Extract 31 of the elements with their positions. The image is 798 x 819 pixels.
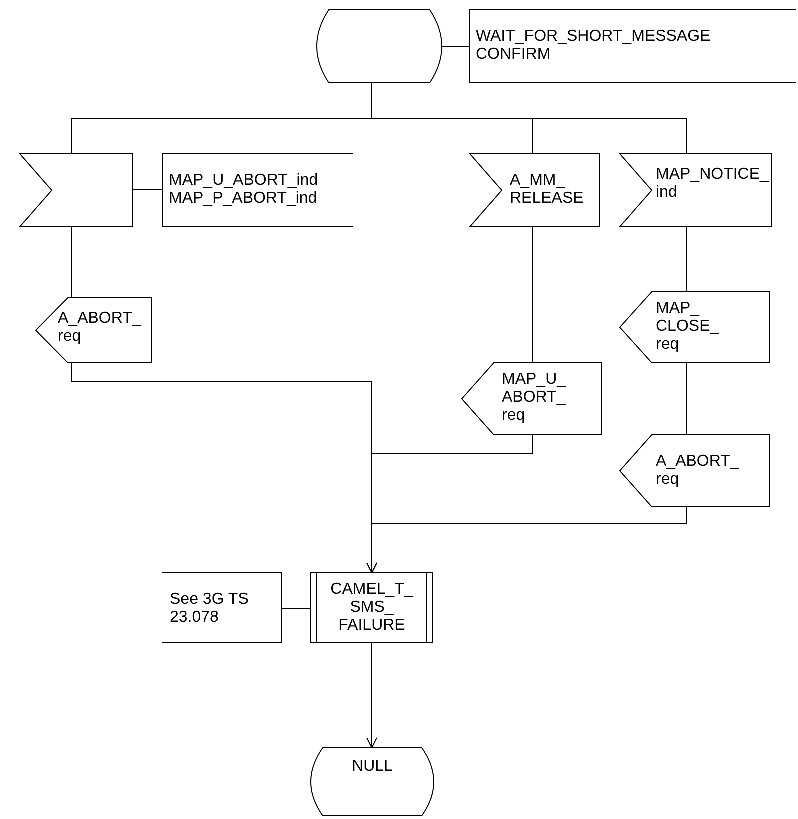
comment-bracket (470, 10, 796, 83)
input-signal-symbol (470, 154, 600, 227)
symbol-label: MAP_ CLOSE_ req (656, 300, 720, 354)
input-signal-symbol (620, 154, 772, 227)
symbol-label: MAP_U_ABORT_ind MAP_P_ABORT_ind (169, 172, 320, 208)
symbol-label: WAIT_FOR_SHORT_MESSAGE CONFIRM (476, 28, 712, 64)
connector (366, 506, 688, 574)
output-signal-symbol (620, 292, 770, 363)
symbol-label: NULL (351, 758, 394, 776)
connector (686, 226, 688, 292)
connector (442, 46, 470, 48)
symbol-label: A_MM_ RELEASE (510, 172, 585, 208)
comment-bracket (163, 154, 353, 227)
connector (282, 608, 312, 610)
connector (686, 362, 688, 436)
symbol-label: MAP_U_ ABORT_ req (502, 371, 568, 425)
input-signal-symbol (20, 154, 133, 227)
connector (532, 226, 534, 364)
comment-bracket (162, 573, 282, 643)
output-signal-symbol (620, 435, 770, 507)
symbol-label: CAMEL_T_ SMS_ FAILURE (330, 581, 414, 635)
output-signal-symbol (462, 363, 602, 435)
connector (366, 642, 378, 748)
state-symbol (317, 10, 442, 83)
symbol-label: See 3G TS 23.078 (170, 591, 250, 627)
procedure-call-symbol (311, 573, 433, 643)
state-symbol (311, 748, 434, 816)
output-signal-symbol (36, 298, 152, 363)
symbol-label: A_ABORT_ req (58, 310, 142, 346)
symbol-label: A_ABORT_ req (656, 453, 740, 489)
symbol-label: MAP_NOTICE_ ind (656, 166, 770, 202)
